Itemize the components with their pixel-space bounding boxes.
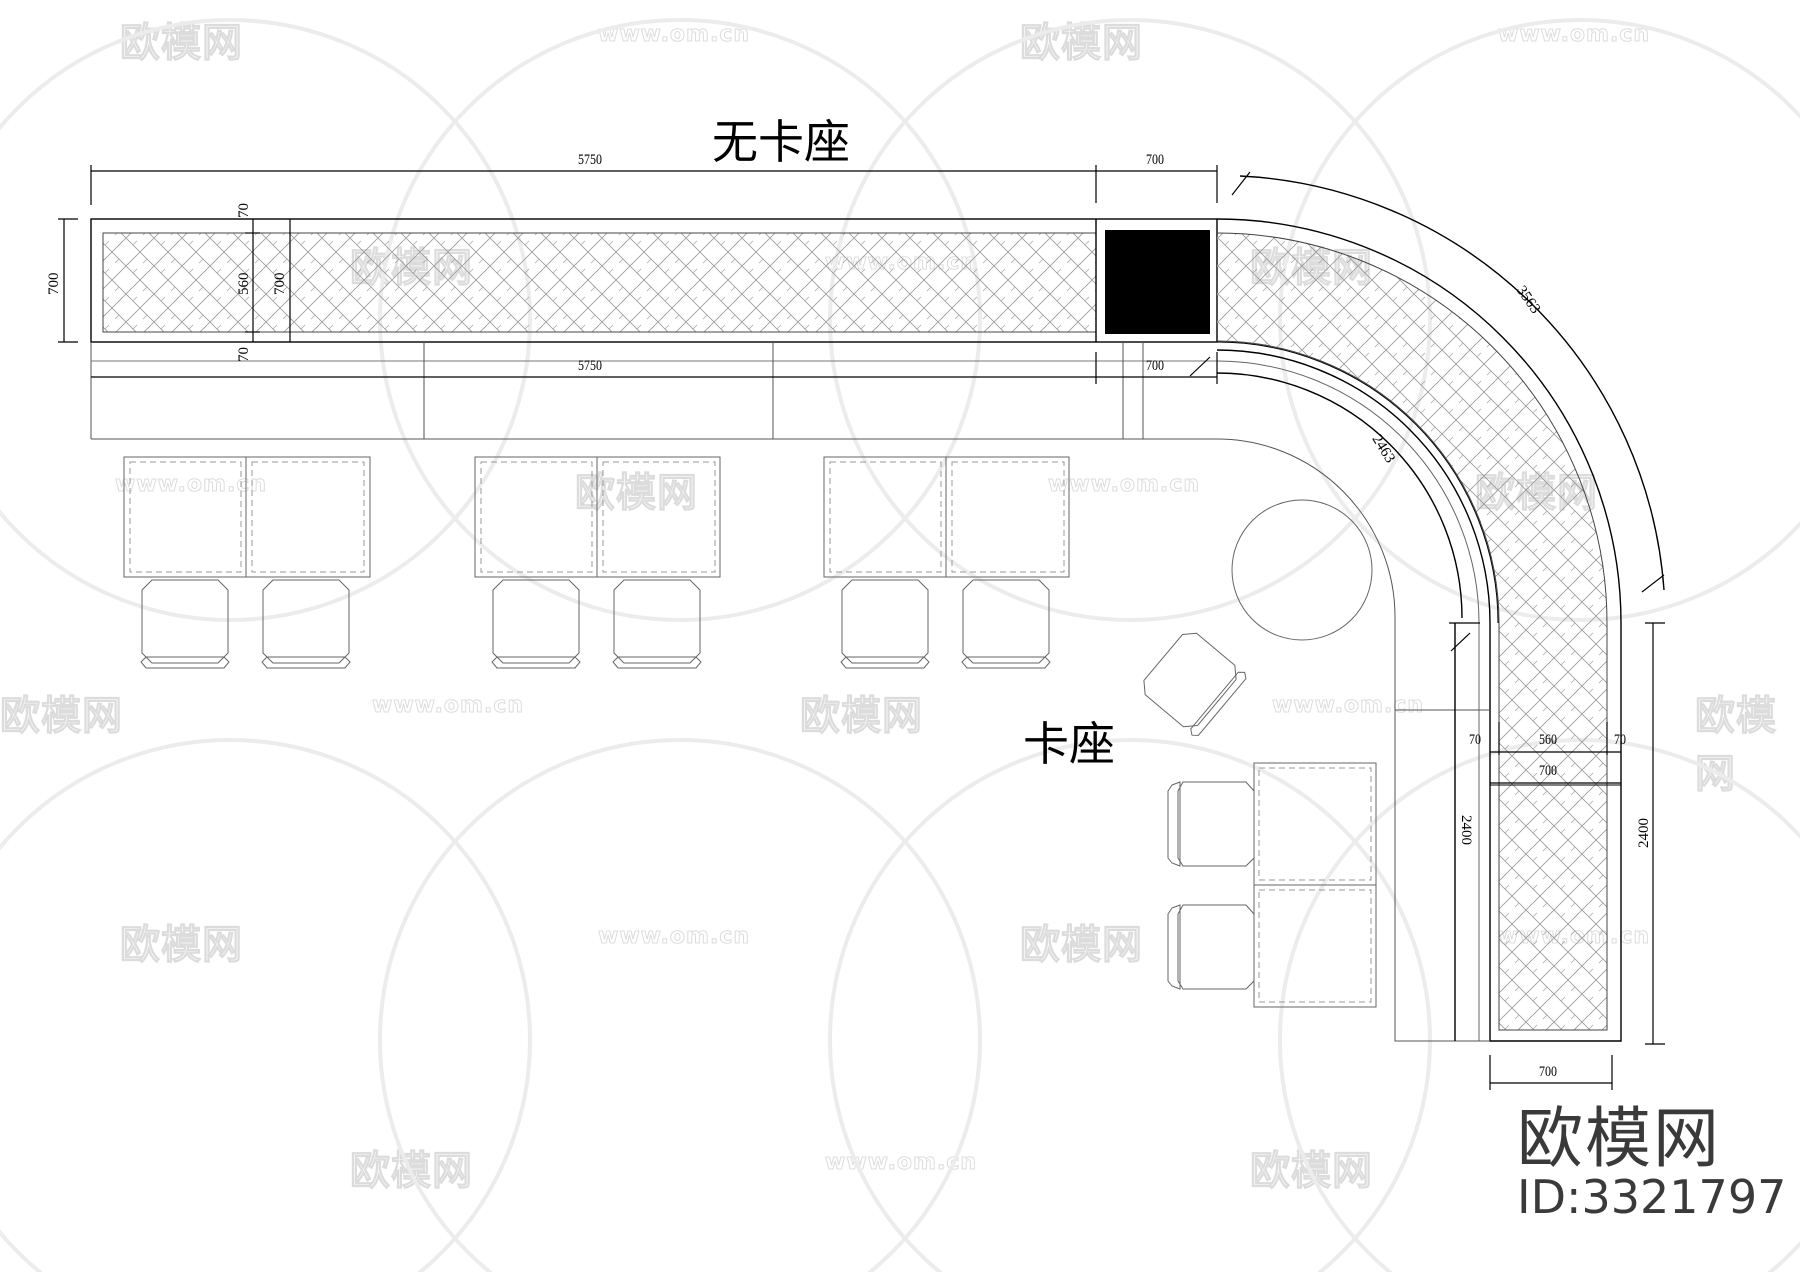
dim-right-outer-len: 2400 <box>1636 818 1652 848</box>
dimension-lines <box>58 165 1665 1090</box>
bar-stools <box>140 579 1051 669</box>
dim-right-560: 560 <box>1539 732 1557 748</box>
dim-left-depth: 700 <box>46 272 62 296</box>
brand-name: 欧模网 <box>1517 1100 1721 1177</box>
dim-inner-mid: 560 <box>236 272 252 296</box>
round-table <box>1231 499 1373 641</box>
booth-chair <box>1177 904 1255 990</box>
dim-lower-length: 5750 <box>578 358 602 374</box>
dim-lower-corner: 700 <box>1146 358 1164 374</box>
booth-area <box>1143 499 1377 1008</box>
dim-bottom-width: 700 <box>1539 1064 1557 1080</box>
straight-bar-counter <box>90 218 1218 343</box>
title-no-booth: 无卡座 <box>712 115 850 169</box>
dim-inner-top: 70 <box>236 203 252 218</box>
dim-right-left-70: 70 <box>1469 732 1481 748</box>
dim-right-right-70: 70 <box>1614 732 1626 748</box>
bar-tables <box>123 456 1070 578</box>
table-group-2 <box>474 456 721 578</box>
corner-column-block <box>1105 230 1210 334</box>
curved-bar-counter <box>1216 218 1622 1042</box>
angled-chair <box>1143 632 1247 736</box>
dim-top-corner: 700 <box>1146 152 1164 168</box>
title-booth: 卡座 <box>1023 717 1115 771</box>
dim-inner-bottom: 70 <box>236 347 252 362</box>
dim-inner-full: 700 <box>272 272 288 296</box>
dim-right-inner-len: 2400 <box>1458 815 1474 845</box>
brand-id: ID:3321797 <box>1517 1170 1787 1224</box>
counter-front-band <box>90 342 1217 440</box>
dim-top-length: 5750 <box>578 152 602 168</box>
table-group-1 <box>123 456 371 578</box>
table-group-3 <box>823 456 1070 578</box>
dim-right-700: 700 <box>1539 763 1557 779</box>
booth-chair <box>1177 781 1255 867</box>
